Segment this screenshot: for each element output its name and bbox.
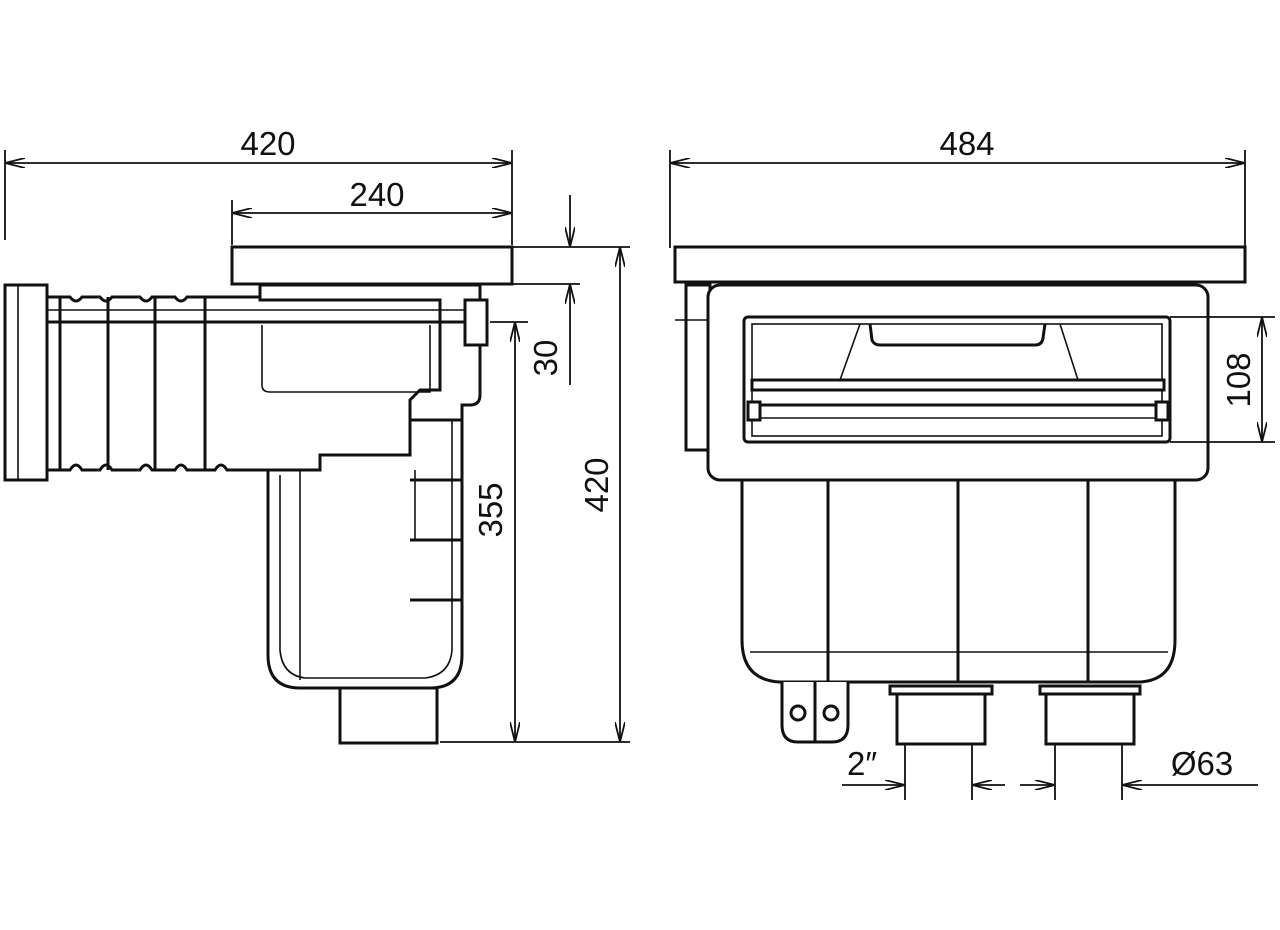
weir-opening (742, 315, 1172, 444)
dimension-label: 420 (578, 457, 615, 512)
dimension-overall-length: 420 (4, 125, 513, 245)
dimension-body-height: 355 (440, 321, 630, 743)
outlet-pipe-right (1044, 692, 1136, 746)
body (258, 283, 482, 690)
dimension-lid-length: 240 (231, 176, 512, 245)
dimension-overall-height: 420 (578, 247, 620, 742)
weir-flap (750, 378, 1166, 392)
dimension-label: 108 (1220, 352, 1257, 407)
dimension-opening-height: 108 (1170, 316, 1275, 443)
lid (673, 245, 1247, 284)
dimension-outlet-thread: 2″ (842, 745, 1005, 800)
basket-housing (740, 480, 1177, 684)
dimension-overall-width: 484 (669, 125, 1246, 248)
front-view: 484 108 (669, 125, 1275, 800)
dimension-label: 355 (472, 482, 509, 537)
dimension-label: 2″ (847, 745, 877, 782)
flange (3, 283, 49, 482)
lid (230, 245, 514, 286)
outlet-pipe (338, 686, 439, 745)
outlet-pipe-left (895, 692, 987, 746)
dimension-label: 30 (527, 340, 564, 377)
side-view: 420 240 (3, 125, 630, 745)
dimension-outlet-diameter: Ø63 (1020, 745, 1258, 800)
dimension-label: 420 (240, 125, 295, 162)
dimension-lid-thickness: 30 (512, 195, 630, 385)
corrugated-neck (47, 295, 480, 472)
dimension-label: Ø63 (1171, 745, 1233, 782)
dimension-label: 484 (939, 125, 994, 162)
dimension-label: 240 (349, 176, 404, 213)
